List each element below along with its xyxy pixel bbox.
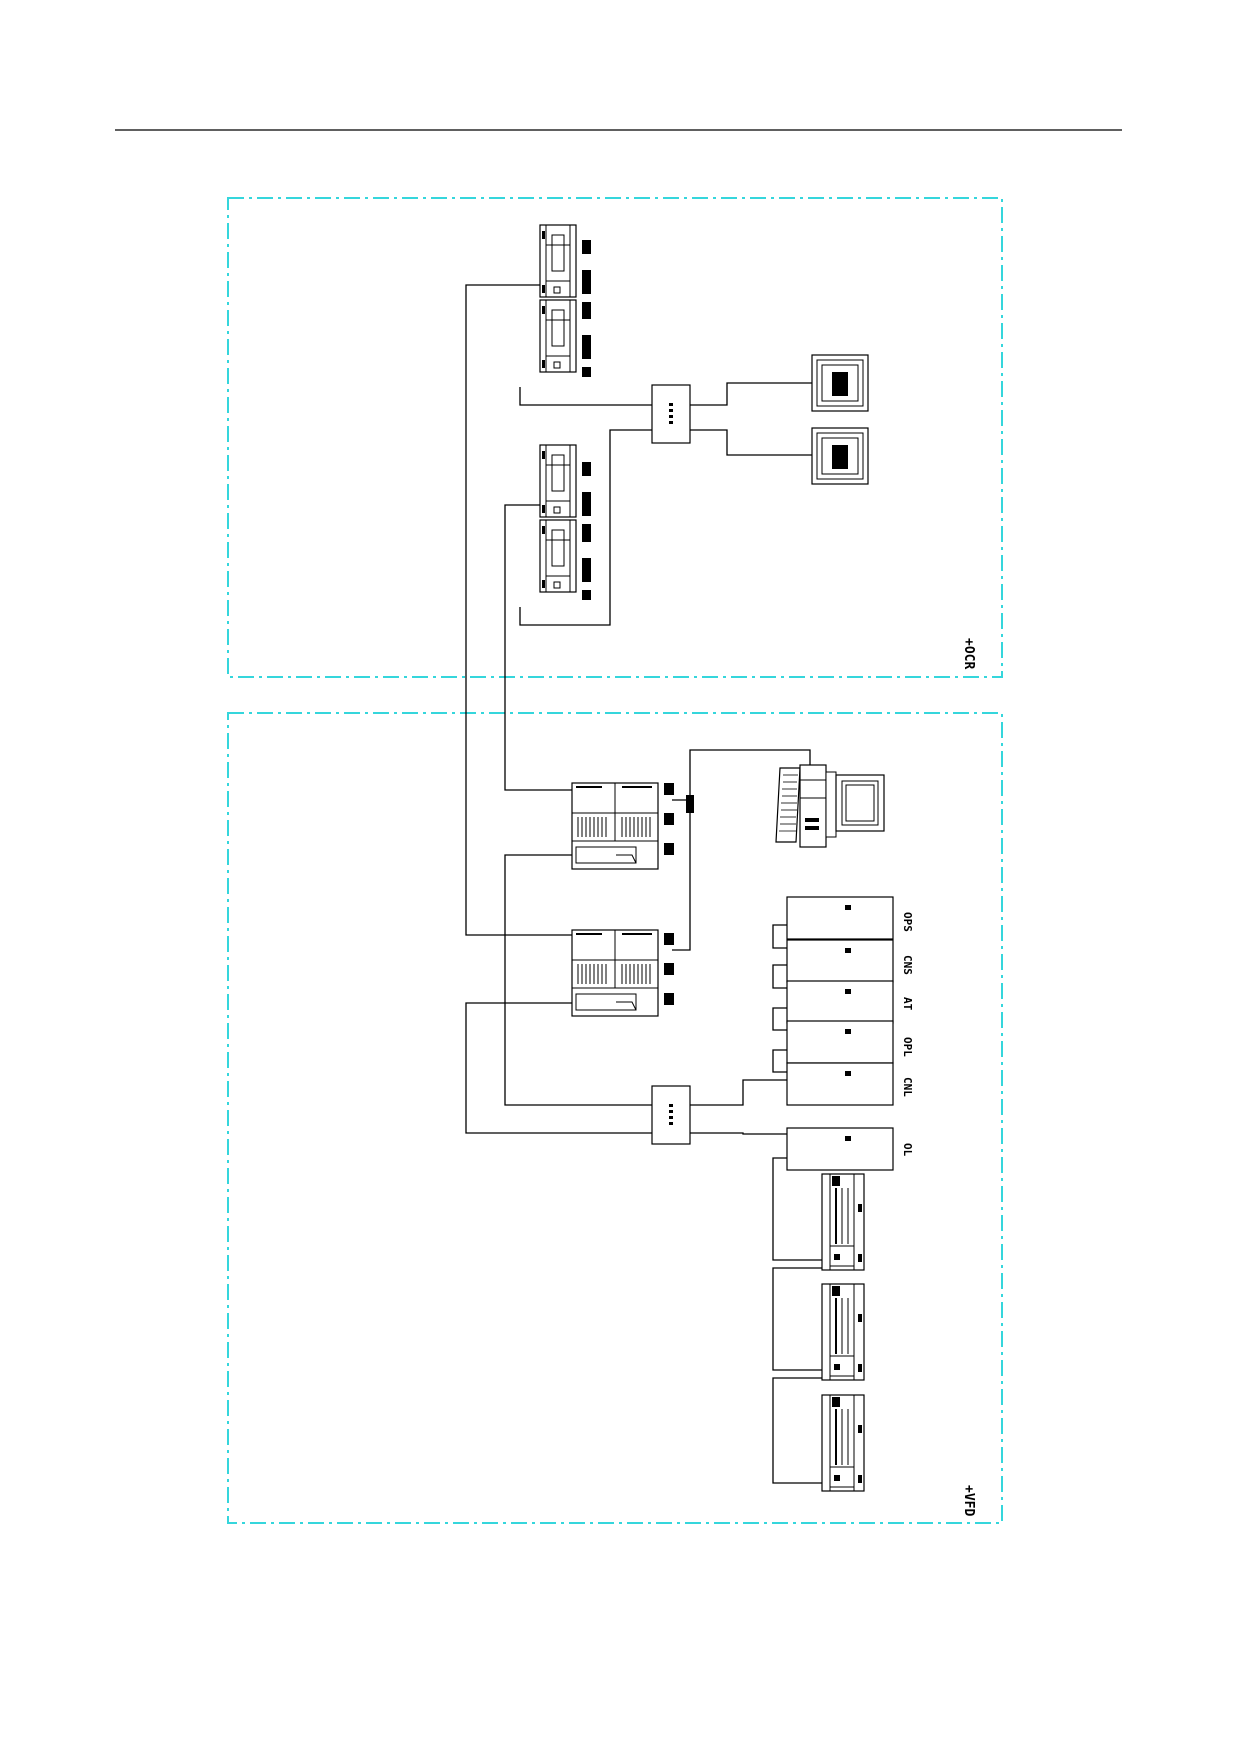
drive-ol: OL bbox=[786, 1127, 914, 1171]
io-rack-a bbox=[539, 224, 591, 377]
operator-panel-icon bbox=[811, 427, 869, 485]
drive-cabinet-icon bbox=[786, 939, 894, 983]
zone-ocr-border bbox=[227, 197, 1003, 678]
vfd-module-2 bbox=[821, 1283, 865, 1381]
drive-at: AT bbox=[786, 980, 914, 1024]
plc-2 bbox=[571, 929, 674, 1017]
computer-workstation-icon bbox=[775, 764, 885, 848]
drive-label: AT bbox=[901, 997, 914, 1011]
drive-cabinet-icon bbox=[786, 1062, 894, 1106]
io-rack-b bbox=[539, 444, 591, 600]
zone-vfd-border bbox=[227, 712, 1003, 1524]
vfd-module-3 bbox=[821, 1394, 865, 1492]
bus-connector bbox=[686, 795, 694, 813]
computer-workstation bbox=[775, 764, 885, 848]
operator-panel-1 bbox=[811, 354, 869, 412]
network-cables bbox=[465, 284, 822, 1484]
plc-1 bbox=[571, 782, 674, 870]
drive-label: OPS bbox=[901, 912, 914, 932]
operator-panel-icon bbox=[811, 354, 869, 412]
zone-vfd-label: +VFD bbox=[961, 1485, 976, 1516]
vfd-module-1 bbox=[821, 1173, 865, 1271]
drive-opl: OPL bbox=[786, 1020, 914, 1064]
drive-cnl: CNL bbox=[786, 1062, 914, 1106]
zone-ocr-label: +OCR bbox=[961, 638, 976, 669]
vfd-module-icon bbox=[821, 1283, 865, 1381]
network-switch-icon bbox=[651, 1085, 691, 1145]
drive-label: OL bbox=[901, 1143, 914, 1157]
drive-label: CNS bbox=[901, 955, 914, 975]
network-switch-icon bbox=[651, 384, 691, 444]
drive-cabinet-icon bbox=[786, 1020, 894, 1064]
io-rack-icon bbox=[539, 444, 591, 600]
drive-label: CNL bbox=[901, 1077, 914, 1097]
drive-cns: CNS bbox=[786, 939, 914, 983]
operator-panel-2 bbox=[811, 427, 869, 485]
drive-cabinet-icon bbox=[786, 896, 894, 940]
drive-cabinet-icon bbox=[786, 980, 894, 1024]
network-switch-upper bbox=[651, 384, 691, 444]
drive-label: OPL bbox=[901, 1037, 914, 1057]
plc-cpu-icon bbox=[571, 782, 659, 870]
vfd-module-icon bbox=[821, 1173, 865, 1271]
network-switch-lower bbox=[651, 1085, 691, 1145]
drive-cabinet-icon bbox=[786, 1127, 894, 1171]
io-rack-icon bbox=[539, 224, 591, 377]
plc-cpu-icon bbox=[571, 929, 659, 1017]
drive-ops: OPS bbox=[786, 896, 914, 940]
vfd-module-icon bbox=[821, 1394, 865, 1492]
